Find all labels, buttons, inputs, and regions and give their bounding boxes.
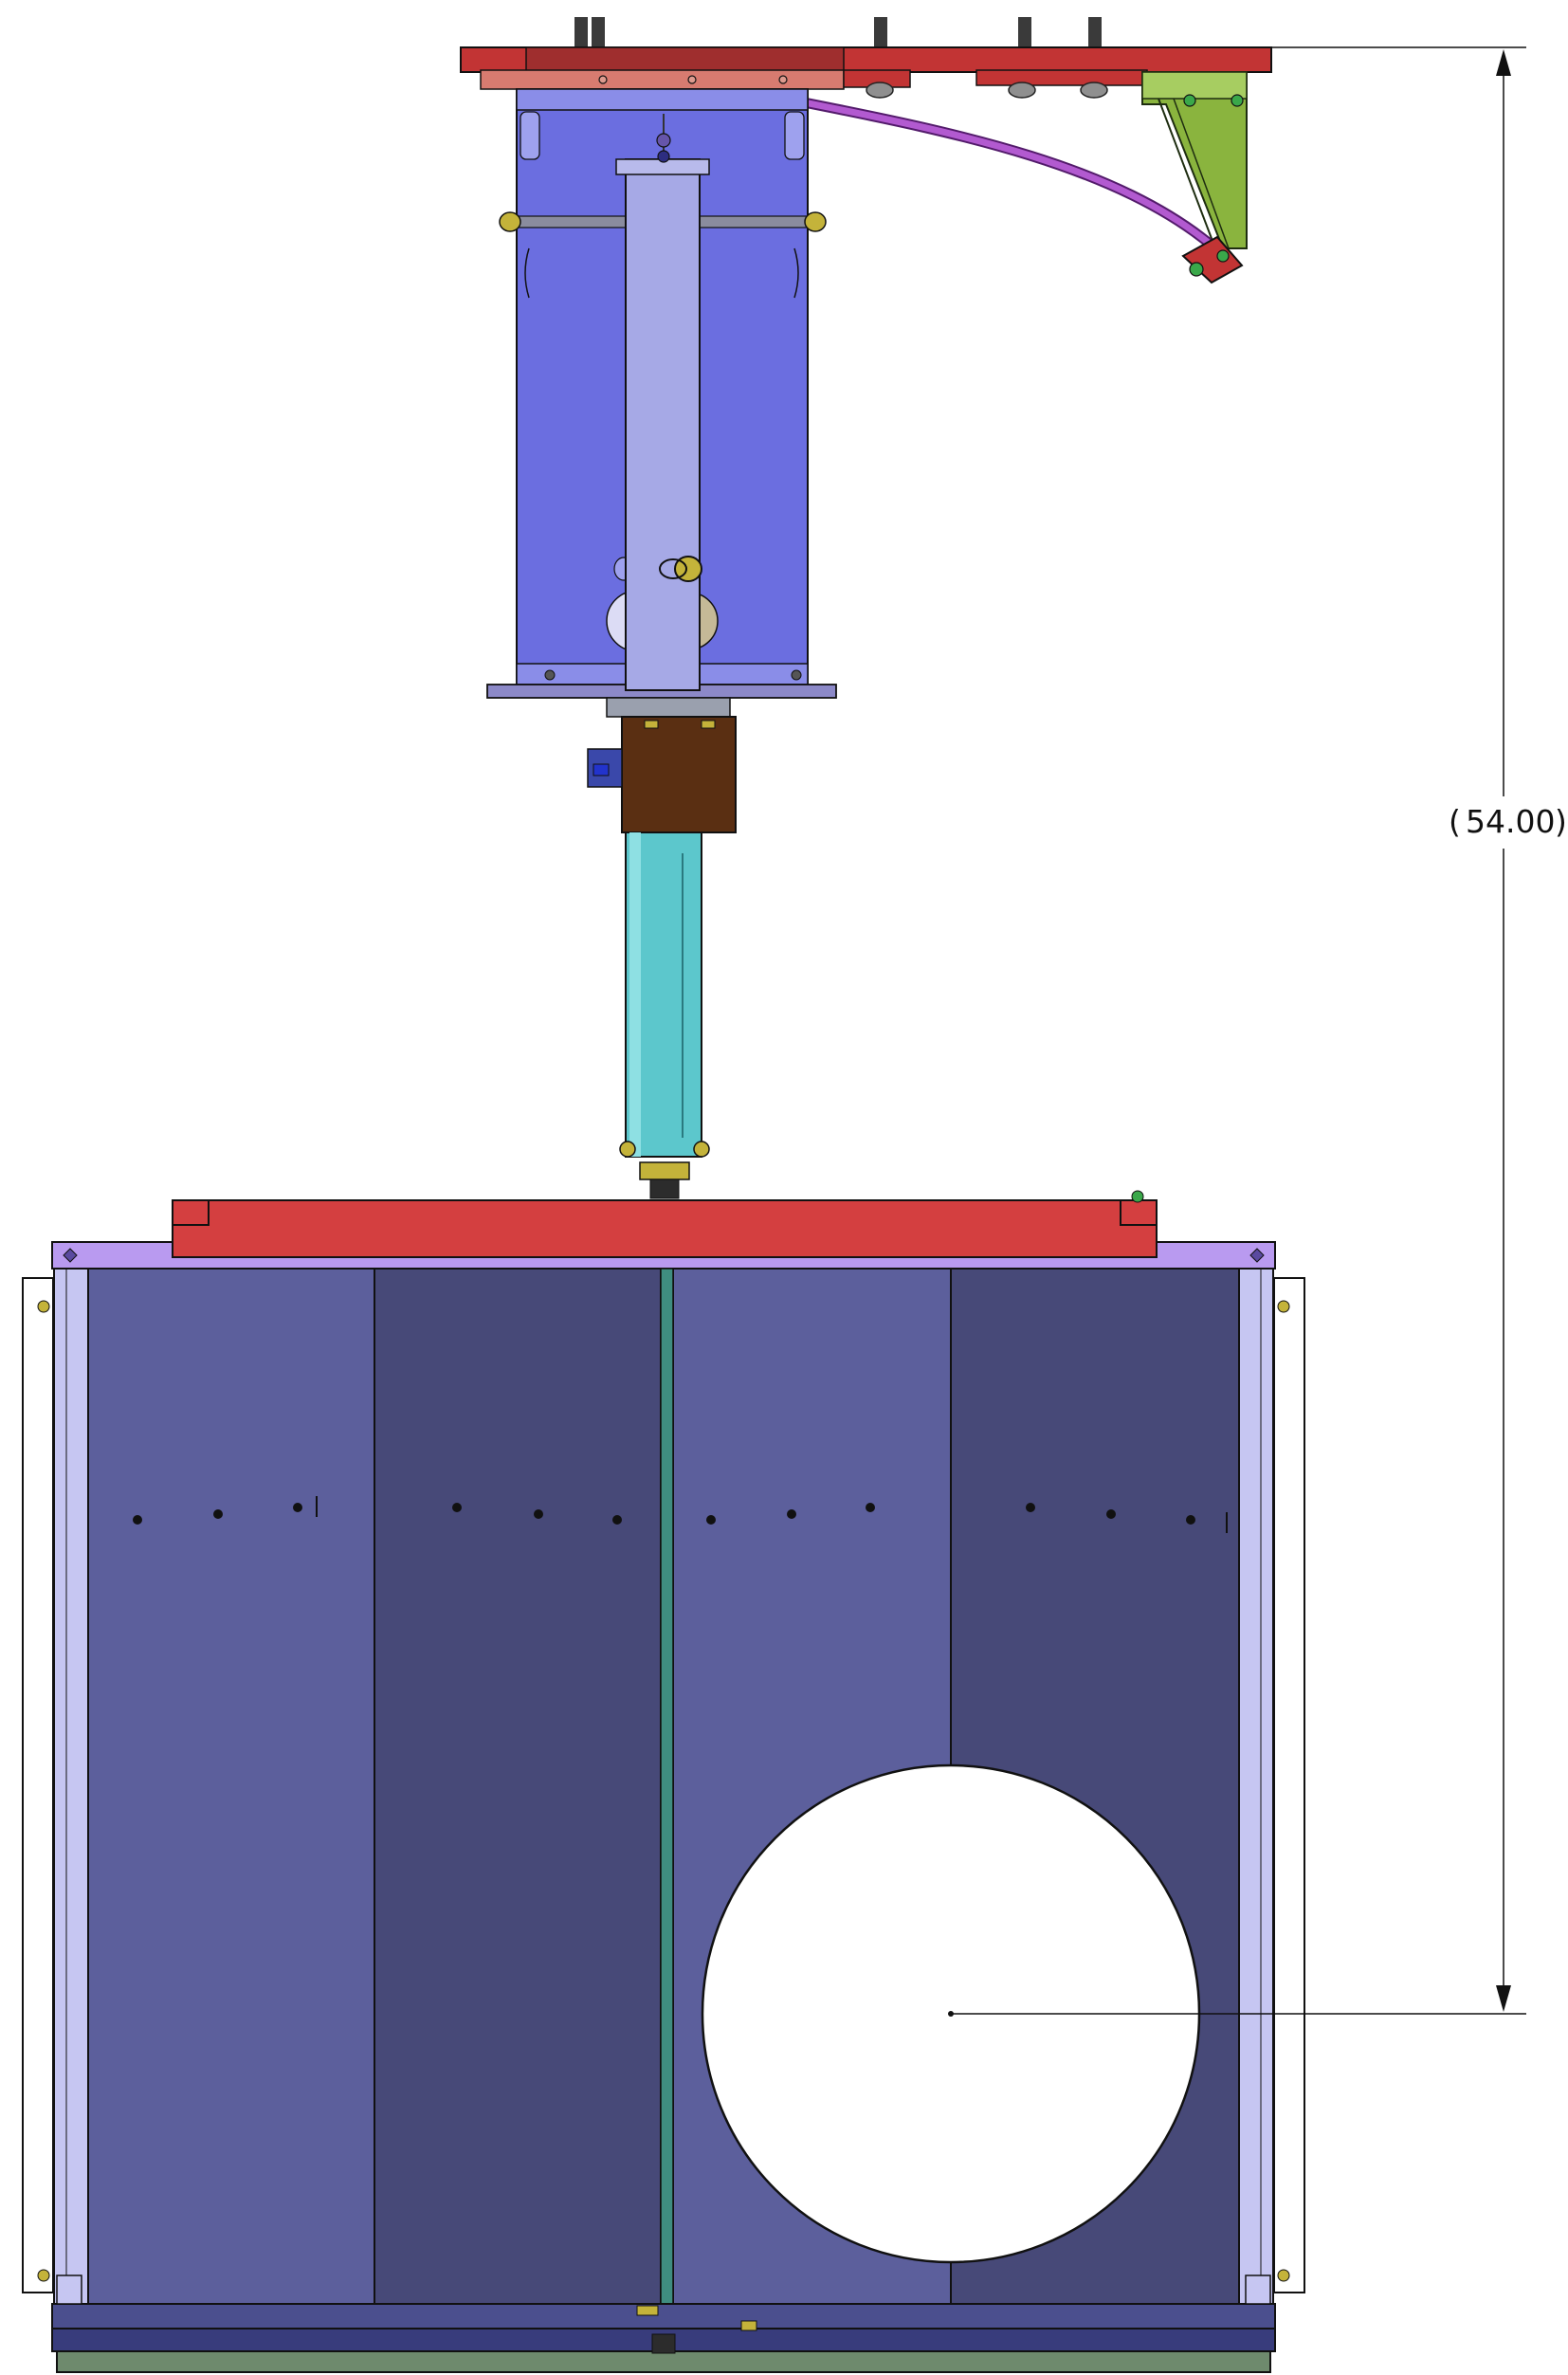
dimension-paren-open: ( bbox=[1449, 803, 1461, 840]
panel-1 bbox=[87, 1268, 375, 2305]
hose-fitting bbox=[1181, 235, 1244, 284]
piston-rod bbox=[615, 114, 710, 691]
gate-plate bbox=[172, 1190, 1158, 1258]
top-studs bbox=[574, 17, 1102, 47]
arrow-top bbox=[1496, 49, 1511, 76]
gate-assembly bbox=[22, 1190, 1305, 2373]
dimension-paren-close: ) bbox=[1555, 803, 1567, 840]
actuator-tube bbox=[619, 831, 710, 1199]
bottom-bar bbox=[51, 2303, 1276, 2331]
side-bracket bbox=[1141, 71, 1248, 249]
top-mounting-plate bbox=[460, 17, 1272, 99]
top-plate-nuts bbox=[866, 82, 1108, 99]
dimension-value: 54.00 bbox=[1466, 803, 1555, 840]
hydraulic-hose bbox=[798, 97, 1221, 254]
base bbox=[56, 2350, 1271, 2373]
panel-2 bbox=[374, 1268, 662, 2305]
center-seam bbox=[660, 1268, 674, 2305]
panel-fasteners bbox=[133, 1496, 1228, 1533]
arrow-bottom bbox=[1496, 1985, 1511, 2012]
dimension-annotation: ( 54.00 ) bbox=[951, 46, 1567, 2015]
coupler-block bbox=[587, 697, 737, 833]
